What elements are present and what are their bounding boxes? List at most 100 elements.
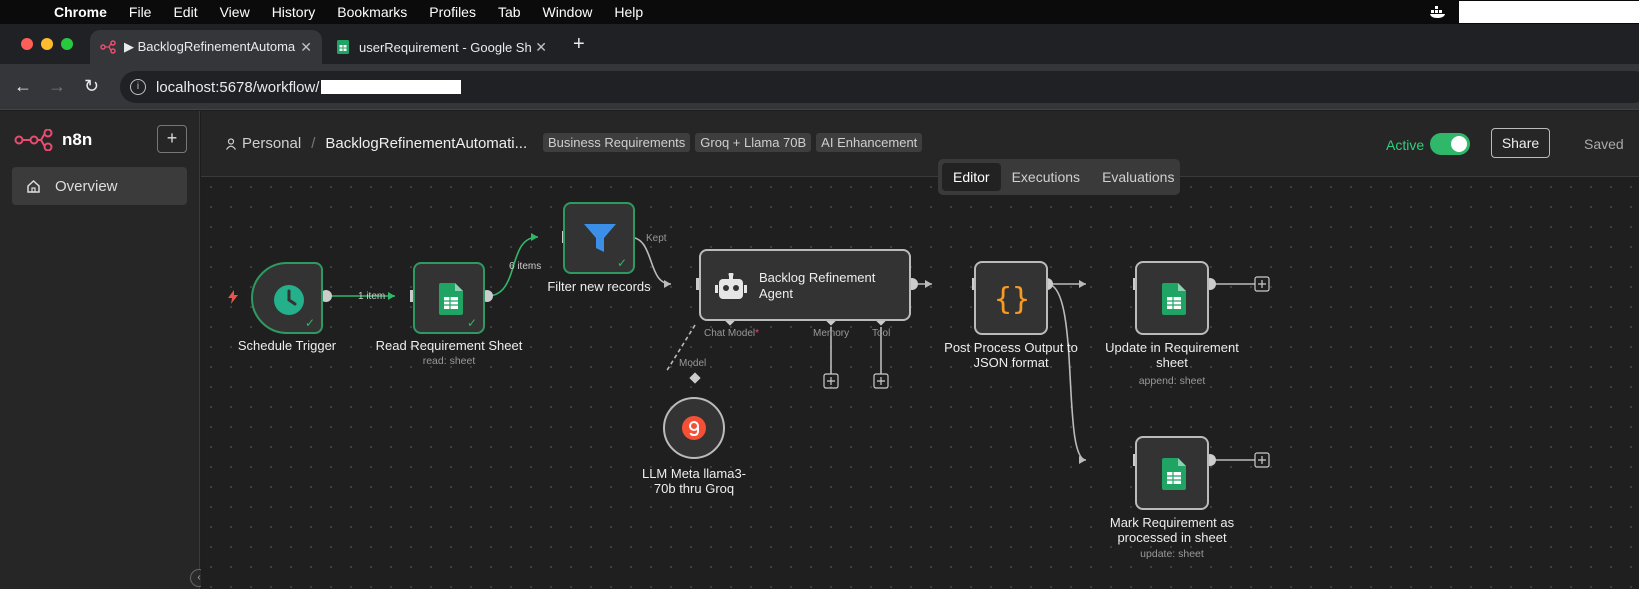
- node-label: Filter new records: [547, 279, 651, 294]
- menu-file[interactable]: File: [128, 4, 152, 20]
- required-asterisk: *: [755, 328, 760, 339]
- success-check-icon: ✓: [616, 256, 627, 270]
- tab-title: ▶ BacklogRefinementAutoma: [124, 39, 296, 54]
- back-arrow-icon[interactable]: ←: [14, 76, 32, 96]
- menu-window[interactable]: Window: [542, 4, 593, 20]
- port-label-text: Chat Model: [704, 328, 756, 339]
- docker-icon[interactable]: [1429, 5, 1447, 19]
- robot-icon: [715, 273, 747, 299]
- input-handle: [410, 290, 415, 302]
- n8n-logo-icon: [14, 129, 53, 151]
- toggle-knob: [1451, 136, 1467, 152]
- tab-evaluations[interactable]: Evaluations: [1102, 169, 1175, 185]
- menu-tab[interactable]: Tab: [497, 4, 521, 20]
- tab-title: userRequirement - Google Sh: [359, 39, 532, 55]
- maximize-window-button[interactable]: [61, 38, 73, 50]
- n8n-logo[interactable]: n8n: [14, 129, 92, 151]
- node-filter-new-records[interactable]: ✓: [563, 202, 635, 274]
- user-icon: [226, 137, 236, 150]
- node-read-requirement-sheet[interactable]: ✓: [413, 262, 485, 334]
- code-braces-icon: {}: [994, 282, 1030, 316]
- node-schedule-trigger[interactable]: ✓: [251, 262, 323, 334]
- add-tool-box: [873, 373, 889, 389]
- home-icon: [27, 179, 40, 193]
- node-backlog-refinement-agent[interactable]: Backlog Refinement Agent: [699, 249, 911, 321]
- address-bar[interactable]: i localhost:5678/workflow/: [120, 71, 1639, 103]
- tab-executions[interactable]: Executions: [1011, 169, 1081, 185]
- tab-n8n-workflow[interactable]: ▶ BacklogRefinementAutoma ✕: [90, 30, 322, 64]
- node-mark-requirement-processed[interactable]: [1135, 436, 1209, 510]
- menu-bookmarks[interactable]: Bookmarks: [337, 4, 408, 20]
- node-llm-groq[interactable]: [663, 397, 725, 459]
- active-label: Active: [1386, 137, 1425, 153]
- workflow-name[interactable]: BacklogRefinementAutomati...: [325, 135, 528, 152]
- clock-icon: [274, 285, 304, 315]
- menu-view[interactable]: View: [219, 4, 250, 20]
- google-sheets-icon: [1162, 458, 1186, 490]
- plus-sign: [1258, 280, 1266, 288]
- active-toggle[interactable]: [1430, 133, 1470, 155]
- tool-port-label: Tool: [872, 328, 891, 339]
- connections-layer: [320, 231, 1270, 468]
- brand-name: n8n: [62, 130, 93, 149]
- llm-port: [689, 372, 701, 384]
- share-button[interactable]: Share: [1491, 128, 1550, 158]
- edge-item-count: 1 item: [358, 291, 386, 302]
- plus-sign: [827, 377, 835, 385]
- menu-profiles[interactable]: Profiles: [429, 4, 476, 20]
- google-sheets-favicon-icon: [337, 40, 349, 54]
- tag-ai-enhancement[interactable]: AI Enhancement: [816, 133, 923, 152]
- reload-icon[interactable]: ↻: [84, 76, 100, 96]
- add-memory-box: [823, 373, 839, 389]
- node-subtitle: read: sheet: [422, 355, 476, 367]
- arrowhead: [1079, 456, 1086, 464]
- workflow-header: Personal / BacklogRefinementAutomati... …: [201, 111, 1639, 177]
- node-post-process[interactable]: {}: [974, 261, 1048, 335]
- node-label: Update in Requirement sheet: [1082, 340, 1262, 370]
- node-update-requirement-sheet[interactable]: [1135, 261, 1209, 335]
- sidebar-item-label: Overview: [55, 177, 118, 195]
- trigger-lightning-icon: [228, 290, 238, 304]
- connection-filter-agent: [628, 236, 672, 285]
- forward-arrow-icon[interactable]: →: [48, 76, 66, 96]
- close-window-button[interactable]: [21, 38, 33, 50]
- close-tab-icon[interactable]: ✕: [300, 38, 312, 55]
- saved-status: Saved: [1584, 136, 1624, 152]
- site-info-icon[interactable]: i: [130, 79, 146, 95]
- arrowhead: [1079, 280, 1086, 288]
- new-tab-icon[interactable]: +: [573, 33, 585, 55]
- node-label: Post Process Output to JSON format: [921, 340, 1101, 370]
- view-switcher: Editor Executions Evaluations: [938, 159, 1180, 195]
- groq-icon: [682, 416, 706, 440]
- node-label-line: 70b thru Groq: [653, 481, 735, 496]
- node-subtitle: append: sheet: [1138, 375, 1206, 387]
- menu-chrome[interactable]: Chrome: [54, 4, 107, 20]
- connection-post-mark: [1046, 283, 1087, 461]
- workflow-canvas[interactable]: ✓ Schedule Trigger ✓ Read Requirement Sh…: [201, 177, 1639, 589]
- menu-history[interactable]: History: [271, 4, 316, 20]
- create-new-button[interactable]: +: [157, 125, 187, 153]
- tab-editor[interactable]: Editor: [942, 163, 1001, 191]
- tag-groq-llama[interactable]: Groq + Llama 70B: [695, 133, 812, 152]
- project-link[interactable]: Personal: [242, 135, 302, 152]
- output-branch-label: Kept: [646, 233, 667, 244]
- arrowhead: [388, 292, 395, 300]
- menu-edit[interactable]: Edit: [173, 4, 198, 20]
- menu-help[interactable]: Help: [614, 4, 644, 20]
- close-tab-icon[interactable]: ✕: [535, 38, 547, 55]
- agent-title-line: Backlog Refinement: [759, 270, 876, 285]
- macos-menu-bar: Chrome File Edit View History Bookmarks …: [0, 0, 1639, 24]
- add-after-update-box: [1254, 276, 1270, 292]
- minimize-window-button[interactable]: [41, 38, 53, 50]
- tag-business-requirements[interactable]: Business Requirements: [543, 133, 691, 152]
- browser-tab-strip: ▶ BacklogRefinementAutoma ✕ userRequirem…: [0, 24, 1639, 64]
- filter-funnel-icon: [584, 224, 616, 252]
- plus-sign: [877, 377, 885, 385]
- node-label: LLM Meta llama3- 70b thru Groq: [604, 466, 784, 496]
- sidebar-item-overview[interactable]: Overview: [12, 167, 187, 205]
- tab-google-sheets[interactable]: userRequirement - Google Sh ✕: [325, 30, 557, 64]
- node-label: Read Requirement Sheet: [375, 338, 523, 353]
- node-label-line: JSON format: [973, 355, 1049, 370]
- google-sheets-icon: [439, 283, 463, 315]
- node-label: Schedule Trigger: [237, 338, 337, 353]
